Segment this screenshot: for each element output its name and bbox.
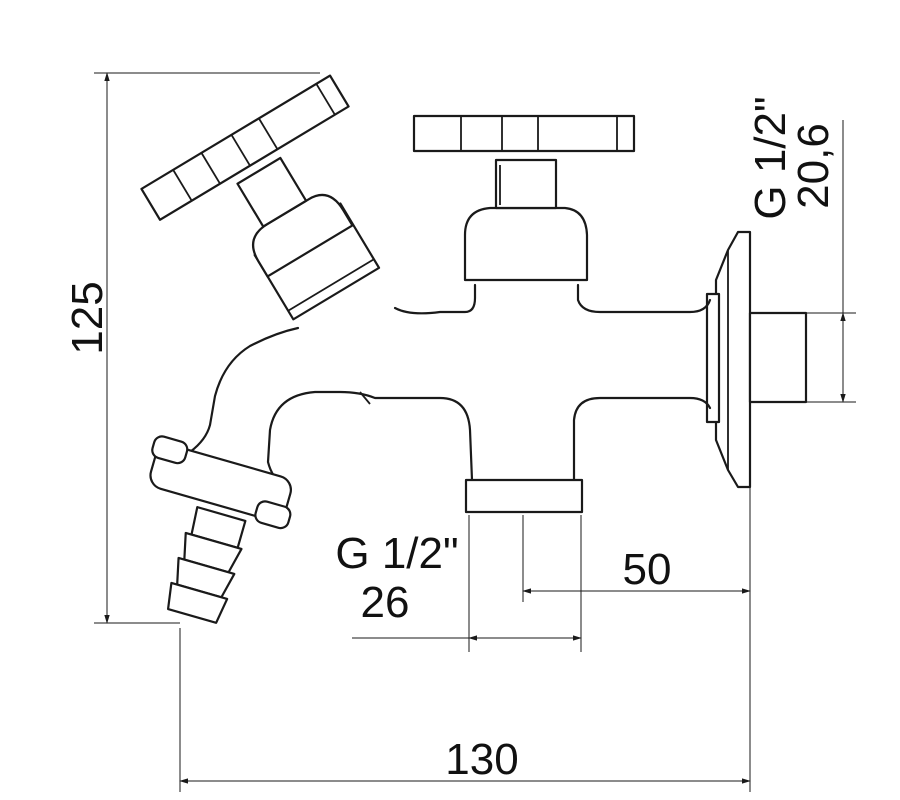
dimension-overall-length: 130 bbox=[179, 487, 751, 792]
inlet-size-label: 20,6 bbox=[789, 123, 838, 209]
spout-offset-label: 50 bbox=[623, 545, 672, 594]
overall-length-label: 130 bbox=[445, 735, 518, 784]
angled-valve bbox=[140, 74, 381, 321]
inlet-connector bbox=[748, 311, 808, 404]
spout-thread-label: G 1/2" bbox=[335, 529, 458, 578]
hose-nut bbox=[149, 435, 292, 530]
overall-height-label: 125 bbox=[63, 281, 112, 354]
inlet-thread-label: G 1/2" bbox=[746, 96, 795, 219]
dimension-spout-offset: 50 bbox=[522, 515, 751, 602]
dimension-overall-height: 125 bbox=[63, 72, 320, 624]
faucet-body bbox=[188, 283, 712, 490]
spout-outlet bbox=[464, 478, 584, 514]
spout-size-label: 26 bbox=[361, 578, 410, 627]
hose-barb bbox=[166, 506, 247, 624]
wall-flange bbox=[705, 230, 752, 489]
dimension-inlet-thread: G 1/2" 20,6 bbox=[746, 96, 856, 403]
dimension-spout-thread: G 1/2" 26 bbox=[335, 515, 582, 652]
top-valve-handle bbox=[412, 114, 636, 153]
top-valve bbox=[463, 158, 589, 282]
